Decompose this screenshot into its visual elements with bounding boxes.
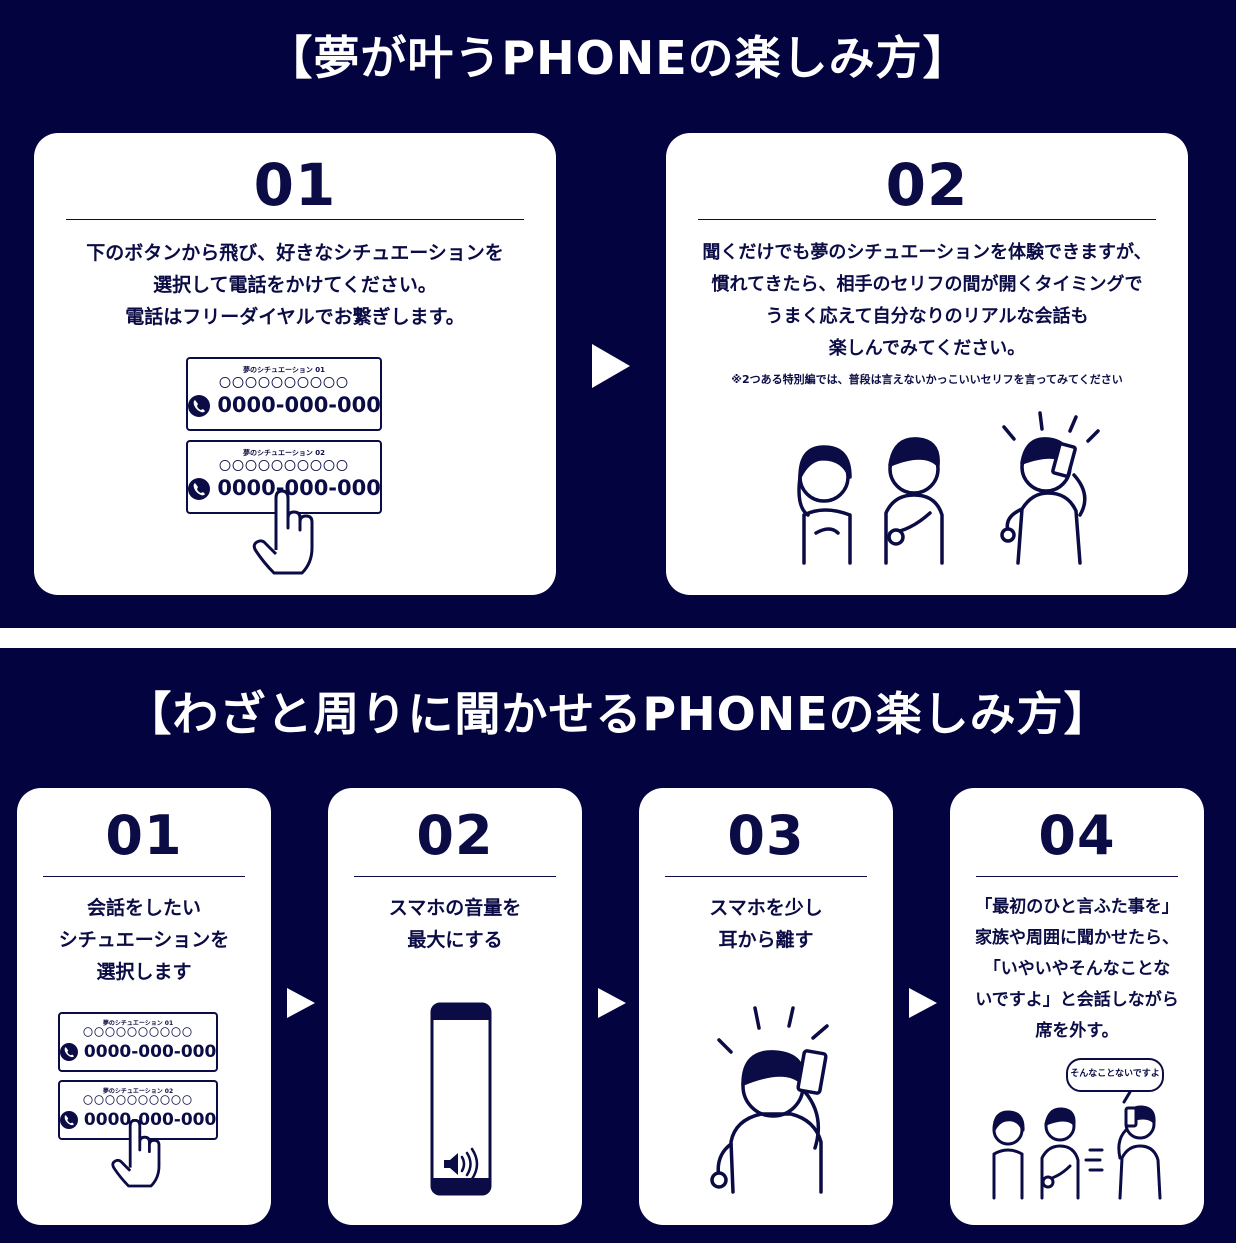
divider [976, 876, 1178, 877]
desc-line: 家族や周囲に聞かせたら、 [975, 928, 1179, 948]
divider [665, 876, 867, 877]
section-title: 【夢が叶うPHONEの楽しみ方】 [266, 31, 970, 85]
desc-line: いですよ」と会話しながら [975, 990, 1179, 1010]
bubble-text: そんなことないですよ [1070, 1069, 1160, 1079]
step-card-02: 02 聞くだけでも夢のシチュエーションを体験できますが、 慣れてきたら、相手のセ… [666, 133, 1188, 595]
box-tel-row: 0000-000-000 [60, 1108, 216, 1132]
desc-line: 聞くだけでも夢のシチュエーションを体験できますが、 [702, 242, 1152, 263]
box-tel-row: 0000-000-000 [188, 391, 381, 419]
box-circles: 〇〇〇〇〇〇〇〇〇〇 [83, 1028, 193, 1039]
arrow-right-icon [287, 988, 315, 1018]
phone-icon [60, 1111, 78, 1129]
box-circles: 〇〇〇〇〇〇〇〇〇〇 [218, 459, 349, 473]
phone-icon [188, 395, 210, 417]
box-tel-row: 0000-000-000 [188, 474, 381, 502]
box-tel-row: 0000-000-000 [60, 1040, 216, 1064]
smartphone-icon [430, 1002, 492, 1196]
desc-line: 最大にする [407, 929, 503, 951]
desc-line: 席を外す。 [1035, 1021, 1119, 1041]
desc-line: 選択します [96, 961, 192, 983]
step-card-04: 04 「最初のひと言ふた事を」 家族や周囲に聞かせたら、 「いやいやそんなことな… [950, 788, 1204, 1225]
phone-number-box[interactable]: 夢のシチュエーション 02 〇〇〇〇〇〇〇〇〇〇 0000-000-000 [186, 440, 382, 514]
desc-line: 会話をしたい [86, 897, 201, 919]
box-circles: 〇〇〇〇〇〇〇〇〇〇 [218, 376, 349, 390]
desc-line: うまく応えて自分なりのリアルな会話も [765, 306, 1089, 327]
tel-number: 0000-000-000 [83, 1042, 217, 1062]
footnote: ※2つある特別編では、普段は言えないかっこいいセリフを言ってみてください [731, 373, 1123, 386]
speaker-volume-icon [444, 1147, 479, 1181]
step-description: 下のボタンから飛び、好きなシチュエーションを 選択して電話をかけてください。 電… [34, 237, 556, 333]
phone-number-box[interactable]: 夢のシチュエーション 01 〇〇〇〇〇〇〇〇〇〇 0000-000-000 [58, 1012, 218, 1072]
desc-line: 楽しんでみてください。 [828, 338, 1026, 359]
step-description: スマホの音量を 最大にする [328, 892, 582, 956]
desc-line: 電話はフリーダイヤルでお繋ぎします。 [125, 306, 465, 328]
divider [354, 876, 556, 877]
desc-line: 「最初のひと言ふた事を」 [975, 897, 1179, 917]
people-illustration-icon [992, 1090, 1162, 1200]
pointing-hand-icon [111, 1119, 161, 1188]
section-title: 【わざと周りに聞かせるPHONEの楽しみ方】 [125, 687, 1111, 741]
step-number: 02 [416, 804, 494, 867]
tel-number: 0000-000-000 [217, 476, 381, 500]
arrow-right-icon [909, 988, 937, 1018]
step-description: スマホを少し 耳から離す [639, 892, 893, 956]
tel-number: 0000-000-000 [83, 1110, 217, 1130]
step-number: 03 [727, 804, 805, 867]
box-title: 夢のシチュエーション 02 [102, 1088, 174, 1095]
box-circles: 〇〇〇〇〇〇〇〇〇〇 [83, 1096, 193, 1107]
desc-line: スマホを少し [709, 897, 823, 919]
step-description: 聞くだけでも夢のシチュエーションを体験できますが、 慣れてきたら、相手のセリフの… [666, 237, 1188, 365]
step-description: 会話をしたい シチュエーションを 選択します [17, 892, 271, 988]
desc-line: 「いやいやそんなことな [983, 959, 1171, 979]
arrow-right-icon [592, 344, 630, 388]
box-title: 夢のシチュエーション 01 [102, 1020, 174, 1027]
tel-number: 0000-000-000 [217, 393, 381, 417]
arrow-right-icon [598, 988, 626, 1018]
desc-line: シチュエーションを [58, 929, 230, 951]
box-title: 夢のシチュエーション 02 [242, 449, 326, 457]
speech-bubble: そんなことないですよ [1066, 1058, 1164, 1092]
step-number: 01 [105, 804, 183, 867]
step-number: 01 [253, 151, 337, 219]
step-card-01: 01 会話をしたい シチュエーションを 選択します 夢のシチュエーション 01 … [17, 788, 271, 1225]
people-illustration-icon [797, 411, 1100, 565]
step-number: 02 [885, 151, 969, 219]
person-phone-icon [710, 1006, 829, 1194]
divider [66, 219, 524, 220]
section-overhear-phone: 【わざと周りに聞かせるPHONEの楽しみ方】 01 会話をしたい シチュエーショ… [0, 648, 1236, 1243]
divider [43, 876, 245, 877]
box-title: 夢のシチュエーション 01 [242, 366, 326, 374]
desc-line: スマホの音量を [388, 897, 522, 919]
step-number: 04 [1038, 804, 1116, 867]
pointing-hand-icon [252, 489, 314, 575]
phone-icon [60, 1043, 78, 1061]
desc-line: 耳から離す [718, 929, 814, 951]
phone-icon [188, 478, 210, 500]
step-card-01: 01 下のボタンから飛び、好きなシチュエーションを 選択して電話をかけてください… [34, 133, 556, 595]
desc-line: 慣れてきたら、相手のセリフの間が開くタイミングで [711, 274, 1143, 295]
desc-line: 選択して電話をかけてください。 [153, 274, 437, 296]
step-card-02: 02 スマホの音量を 最大にする [328, 788, 582, 1225]
section-dream-phone: 【夢が叶うPHONEの楽しみ方】 01 下のボタンから飛び、好きなシチュエーショ… [0, 0, 1236, 628]
step-description: 「最初のひと言ふた事を」 家族や周囲に聞かせたら、 「いやいやそんなことな いで… [950, 892, 1204, 1047]
divider [698, 219, 1156, 220]
step-card-03: 03 スマホを少し 耳から離す [639, 788, 893, 1225]
desc-line: 下のボタンから飛び、好きなシチュエーションを [86, 242, 504, 264]
phone-number-box[interactable]: 夢のシチュエーション 01 〇〇〇〇〇〇〇〇〇〇 0000-000-000 [186, 357, 382, 431]
